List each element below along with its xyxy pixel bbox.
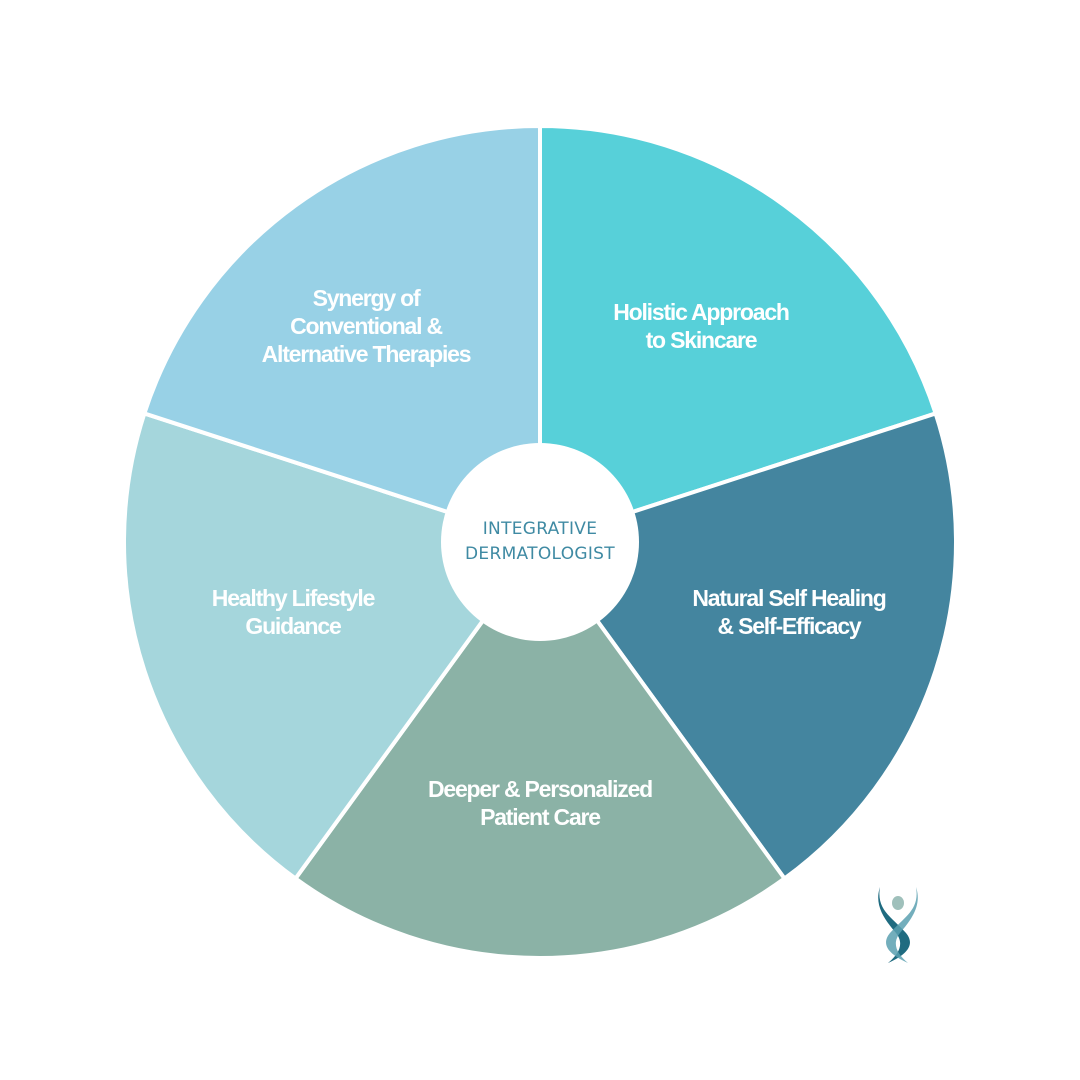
- center-label-line-1: INTEGRATIVE: [483, 519, 598, 539]
- segment-label-line: Holistic Approach: [613, 299, 789, 325]
- logo-icon: [878, 887, 918, 963]
- segment-label-line: & Self-Efficacy: [717, 613, 861, 639]
- segment-label-line: Natural Self Healing: [692, 585, 885, 611]
- wedges: [122, 123, 958, 960]
- segment-label-line: Healthy Lifestyle: [212, 585, 375, 611]
- segment-label-line: to Skincare: [646, 327, 757, 353]
- segment-label-line: Synergy of: [313, 285, 421, 311]
- segment-label-line: Conventional &: [290, 313, 442, 339]
- center-circle: [441, 443, 639, 641]
- segment-wedge: [536, 410, 958, 882]
- segment-label-line: Patient Care: [480, 804, 600, 830]
- segment-label-line: Deeper & Personalized: [428, 776, 652, 802]
- segment-wedge: [538, 123, 939, 545]
- segment-label-line: Guidance: [245, 613, 341, 639]
- segment-label-line: Alternative Therapies: [262, 341, 471, 367]
- segment-wedge: [122, 410, 544, 882]
- segment-wedge: [141, 123, 542, 545]
- center-label-line-2: DERMATOLOGIST: [465, 544, 615, 564]
- segment-wedge: [292, 538, 788, 960]
